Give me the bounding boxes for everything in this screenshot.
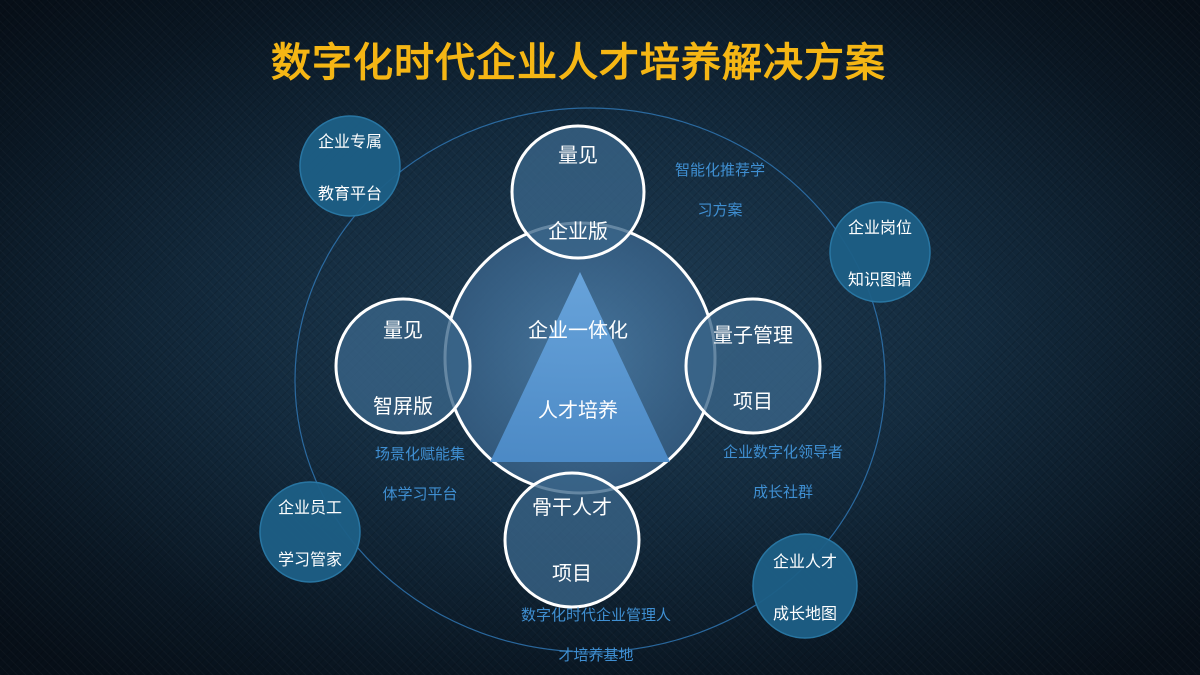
label-top-right-line1: 智能化推荐学 <box>674 161 766 179</box>
label-top-right: 智能化推荐学 习方案 <box>675 140 765 240</box>
main-node-bottom-line1: 骨干人才 <box>532 495 612 519</box>
main-node-bottom-circle[interactable] <box>503 471 641 609</box>
outer-node-bottom-left-line1: 企业员工 <box>277 498 343 517</box>
orbit-ring <box>294 107 886 653</box>
outer-node-bottom-left-line2: 学习管家 <box>277 550 343 569</box>
main-node-bottom-label: 骨干人才 项目 <box>532 455 612 625</box>
label-bottom-left-line2: 体学习平台 <box>382 485 458 503</box>
label-bottom-line2: 才培养基地 <box>558 646 634 664</box>
main-node-left-circle[interactable] <box>334 297 472 435</box>
main-node-top-label: 量见 企业版 <box>548 98 608 288</box>
label-bottom-left-line1: 场景化赋能集 <box>374 445 466 463</box>
outer-node-top-left-label: 企业专属 教育平台 <box>318 103 382 233</box>
outer-node-bottom-right-label: 企业人才 成长地图 <box>773 523 837 653</box>
outer-node-bottom-right-line1: 企业人才 <box>772 552 838 571</box>
center-label: 企业一体化 人才培养 <box>528 270 628 470</box>
center-label-line1: 企业一体化 <box>528 318 628 342</box>
outer-node-bottom-left-label: 企业员工 学习管家 <box>278 469 342 599</box>
outer-node-top-left-line2: 教育平台 <box>317 184 383 203</box>
outer-node-top-right-line2: 知识图谱 <box>847 270 913 289</box>
main-node-top-circle[interactable] <box>510 124 646 260</box>
outer-node-top-left-line1: 企业专属 <box>317 132 383 151</box>
outer-node-bottom-right-circle[interactable] <box>752 533 858 639</box>
label-bottom-right: 企业数字化领导者 成长社群 <box>723 422 843 522</box>
label-top-right-line2: 习方案 <box>697 201 743 219</box>
outer-node-bottom-left-circle[interactable] <box>259 481 361 583</box>
page-title: 数字化时代企业人才培养解决方案 <box>271 40 886 86</box>
main-node-left-line1: 量见 <box>383 318 423 342</box>
outer-node-top-left-circle[interactable] <box>299 115 401 217</box>
main-node-right-line1: 量子管理 <box>713 323 793 347</box>
label-bottom-right-line2: 成长社群 <box>752 483 814 501</box>
label-bottom-left: 场景化赋能集 体学习平台 <box>375 424 465 524</box>
main-node-left-line2: 智屏版 <box>373 394 433 418</box>
center-label-line2: 人才培养 <box>538 398 618 422</box>
main-node-right-circle[interactable] <box>684 297 822 435</box>
main-node-bottom-line2: 项目 <box>552 561 592 585</box>
main-node-left-label: 量见 智屏版 <box>373 273 433 463</box>
outer-node-top-right-circle[interactable] <box>829 201 931 303</box>
main-node-top-line2: 企业版 <box>548 219 608 243</box>
main-node-right-label: 量子管理 项目 <box>713 283 793 453</box>
label-bottom-right-line1: 企业数字化领导者 <box>722 443 844 461</box>
main-node-right-line2: 项目 <box>733 389 773 413</box>
label-bottom-line1: 数字化时代企业管理人 <box>520 606 672 624</box>
outer-node-top-right-line1: 企业岗位 <box>847 218 913 237</box>
main-node-top-line1: 量见 <box>558 143 598 167</box>
label-bottom: 数字化时代企业管理人 才培养基地 <box>521 585 671 675</box>
outer-node-top-right-label: 企业岗位 知识图谱 <box>848 189 912 319</box>
outer-node-bottom-right-line2: 成长地图 <box>772 604 838 623</box>
center-triangle <box>490 272 670 462</box>
